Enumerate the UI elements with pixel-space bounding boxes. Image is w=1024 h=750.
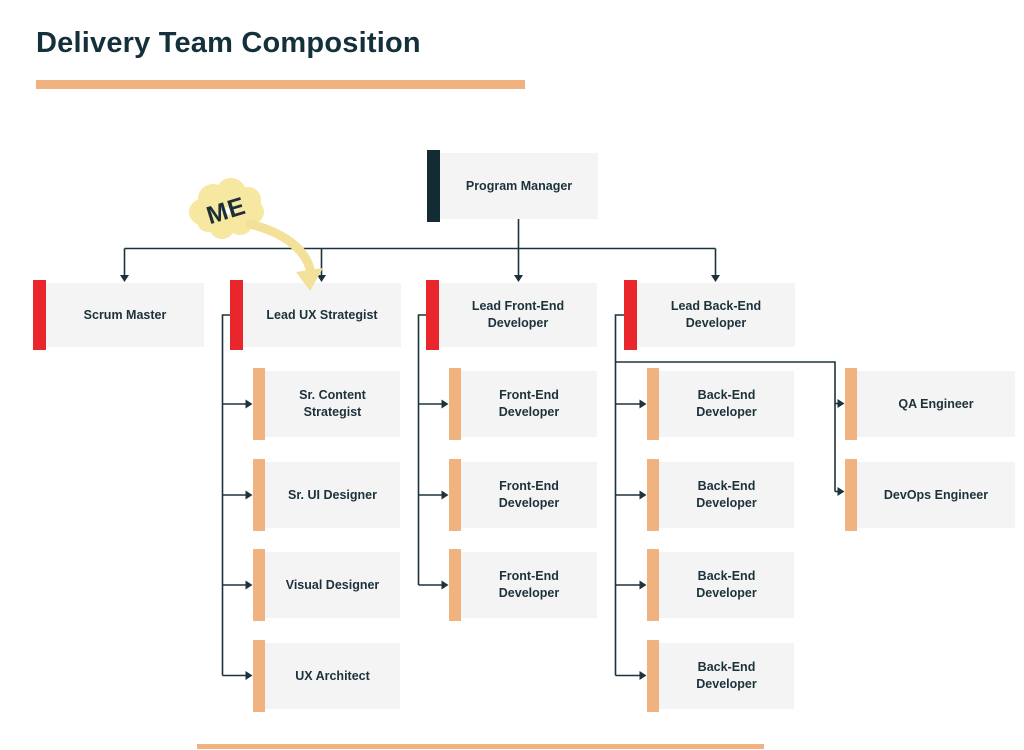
node-label: DevOps Engineer	[883, 487, 989, 502]
org-node-back-end-developer-2: Back-End Developer	[647, 459, 794, 531]
node-label: Sr. UI Designer	[288, 487, 377, 502]
org-node-front-end-developer-1: Front-End Developer	[449, 368, 597, 440]
org-node-front-end-developer-3: Front-End Developer	[449, 549, 597, 621]
accent-bar	[647, 640, 659, 712]
arrowhead-icon	[245, 399, 253, 409]
node-label: Back-End Developer	[696, 479, 757, 510]
node-label: UX Architect	[295, 668, 370, 683]
accent-bar	[449, 368, 461, 440]
me-highlight-blob	[189, 178, 264, 239]
accent-bar	[647, 549, 659, 621]
node-label: Front-End Developer	[498, 479, 560, 510]
node-label: Back-End Developer	[696, 660, 757, 691]
arrowhead-icon	[639, 490, 647, 500]
node-label: Lead Back-End Developer	[670, 299, 762, 330]
org-node-scrum-master: Scrum Master	[33, 280, 204, 350]
accent-bar	[845, 459, 857, 531]
accent-bar	[845, 368, 857, 440]
accent-bar	[33, 280, 46, 350]
arrowhead-icon	[837, 399, 845, 408]
org-node-lead-ux-strategist: Lead UX Strategist	[230, 280, 401, 350]
org-node-back-end-developer-4: Back-End Developer	[647, 640, 794, 712]
org-node-qa-engineer: QA Engineer	[845, 368, 1015, 440]
accent-bar	[253, 640, 265, 712]
accent-bar	[449, 549, 461, 621]
accent-bar	[449, 459, 461, 531]
arrowhead-icon	[441, 490, 449, 500]
arrowhead-icon	[441, 580, 449, 590]
node-label: QA Engineer	[898, 396, 974, 411]
me-label: ME	[203, 192, 249, 230]
org-node-front-end-developer-2: Front-End Developer	[449, 459, 597, 531]
node-label: Front-End Developer	[498, 388, 560, 419]
node-label: Scrum Master	[83, 307, 167, 322]
node-label: Front-End Developer	[498, 569, 560, 600]
node-label: Program Manager	[465, 178, 573, 193]
arrowhead-icon	[837, 487, 845, 496]
title-underline	[36, 80, 525, 89]
accent-bar	[253, 459, 265, 531]
arrowhead-icon	[245, 671, 253, 680]
org-node-lead-back-end-developer: Lead Back-End Developer	[624, 280, 795, 350]
org-node-sr-ui-designer: Sr. UI Designer	[253, 459, 400, 531]
org-node-ux-architect: UX Architect	[253, 640, 400, 712]
arrowhead-icon	[317, 275, 326, 282]
node-label: Back-End Developer	[696, 569, 757, 600]
accent-bar	[427, 150, 440, 222]
arrowhead-icon	[514, 275, 523, 282]
org-node-back-end-developer-1: Back-End Developer	[647, 368, 794, 440]
accent-bar	[624, 280, 637, 350]
arrowhead-icon	[245, 490, 253, 500]
org-node-devops-engineer: DevOps Engineer	[845, 459, 1015, 531]
arrowhead-icon	[245, 580, 253, 590]
org-node-back-end-developer-3: Back-End Developer	[647, 549, 794, 621]
org-node-sr-content-strategist: Sr. Content Strategist	[253, 368, 400, 440]
arrowhead-icon	[711, 275, 720, 282]
node-label: Back-End Developer	[696, 388, 757, 419]
accent-bar	[230, 280, 243, 350]
node-label: Lead UX Strategist	[266, 307, 378, 322]
arrowhead-icon	[639, 671, 647, 680]
org-node-visual-designer: Visual Designer	[253, 549, 400, 621]
accent-bar	[253, 549, 265, 621]
me-arrow-icon	[245, 219, 316, 279]
node-label: Sr. Content Strategist	[299, 388, 366, 419]
footer-rule	[197, 744, 764, 749]
accent-bar	[253, 368, 265, 440]
arrowhead-icon	[120, 275, 129, 282]
accent-bar	[647, 459, 659, 531]
org-node-program-manager: Program Manager	[427, 150, 598, 222]
arrowhead-icon	[639, 580, 647, 590]
accent-bar	[647, 368, 659, 440]
page-title: Delivery Team Composition	[36, 27, 421, 59]
arrowhead-icon	[441, 399, 449, 409]
arrowhead-icon	[639, 399, 647, 409]
accent-bar	[426, 280, 439, 350]
node-label: Lead Front-End Developer	[471, 299, 565, 330]
node-label: Visual Designer	[285, 577, 380, 592]
org-node-lead-front-end-developer: Lead Front-End Developer	[426, 280, 597, 350]
